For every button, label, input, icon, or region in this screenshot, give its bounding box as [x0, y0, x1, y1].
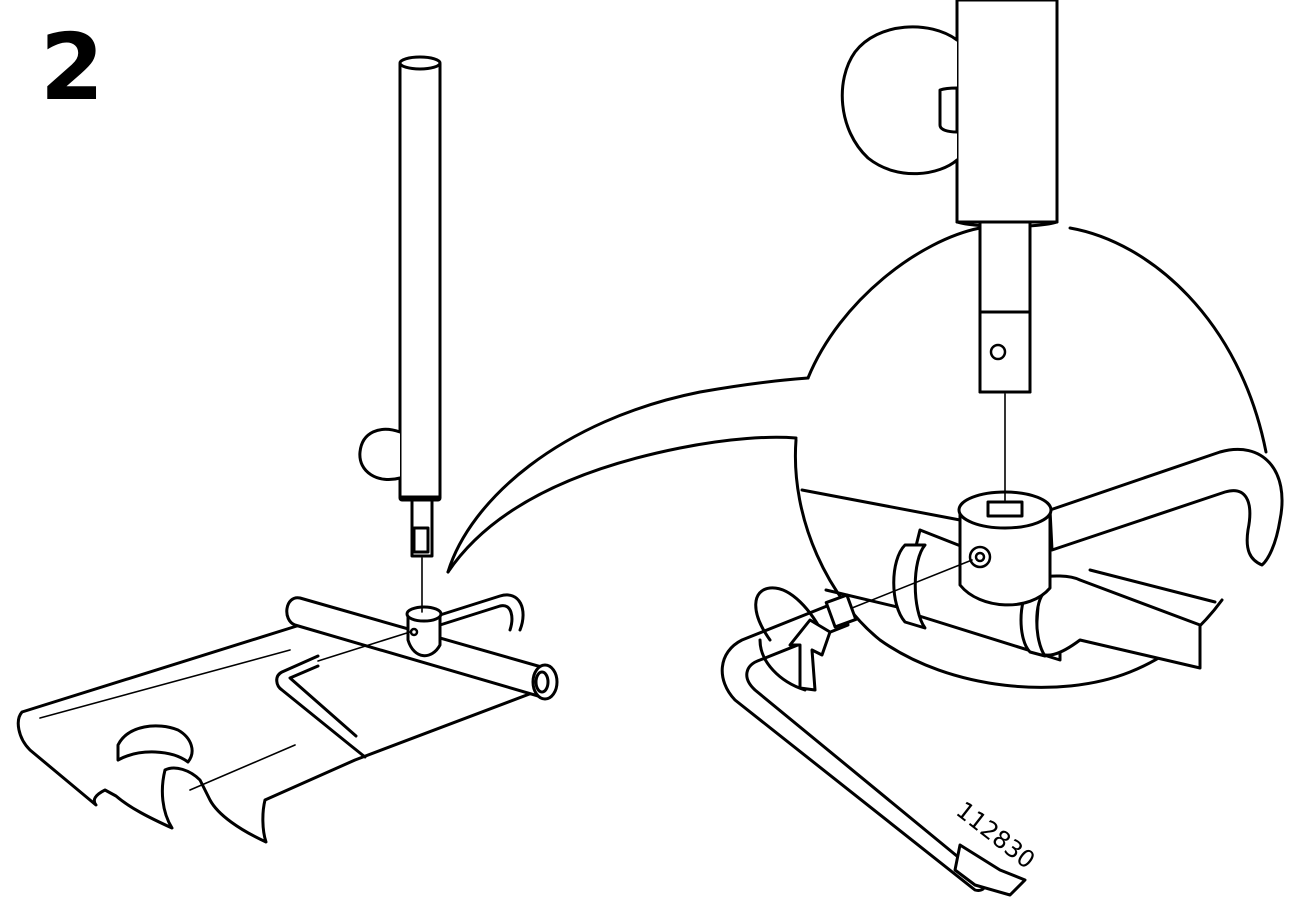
- socket: [406, 613, 442, 658]
- rotate-arrow-icon: [754, 586, 832, 692]
- allen-key-tip: [824, 593, 858, 629]
- detail-socket: [958, 508, 1052, 607]
- detail-base-rail: [800, 488, 962, 522]
- overview-group: [16, 55, 559, 844]
- base-plate-notch: [116, 724, 194, 764]
- detail-circle: [806, 226, 982, 380]
- allen-key-small: [275, 654, 367, 759]
- detail-socket-hole: [986, 500, 1024, 518]
- detail-group: [720, 0, 1284, 897]
- allen-key-large: [720, 598, 987, 892]
- base-plate: [16, 623, 542, 844]
- hook-arm: [438, 593, 525, 632]
- detail-pole: [955, 0, 1059, 224]
- detail-hook-arm: [1048, 447, 1284, 567]
- detail-knob: [840, 25, 959, 176]
- pole-knob: [358, 427, 402, 481]
- callout-connector: [446, 376, 810, 574]
- detail-tube-collar: [892, 543, 927, 630]
- pole: [398, 60, 442, 502]
- step-number: 2: [40, 14, 105, 121]
